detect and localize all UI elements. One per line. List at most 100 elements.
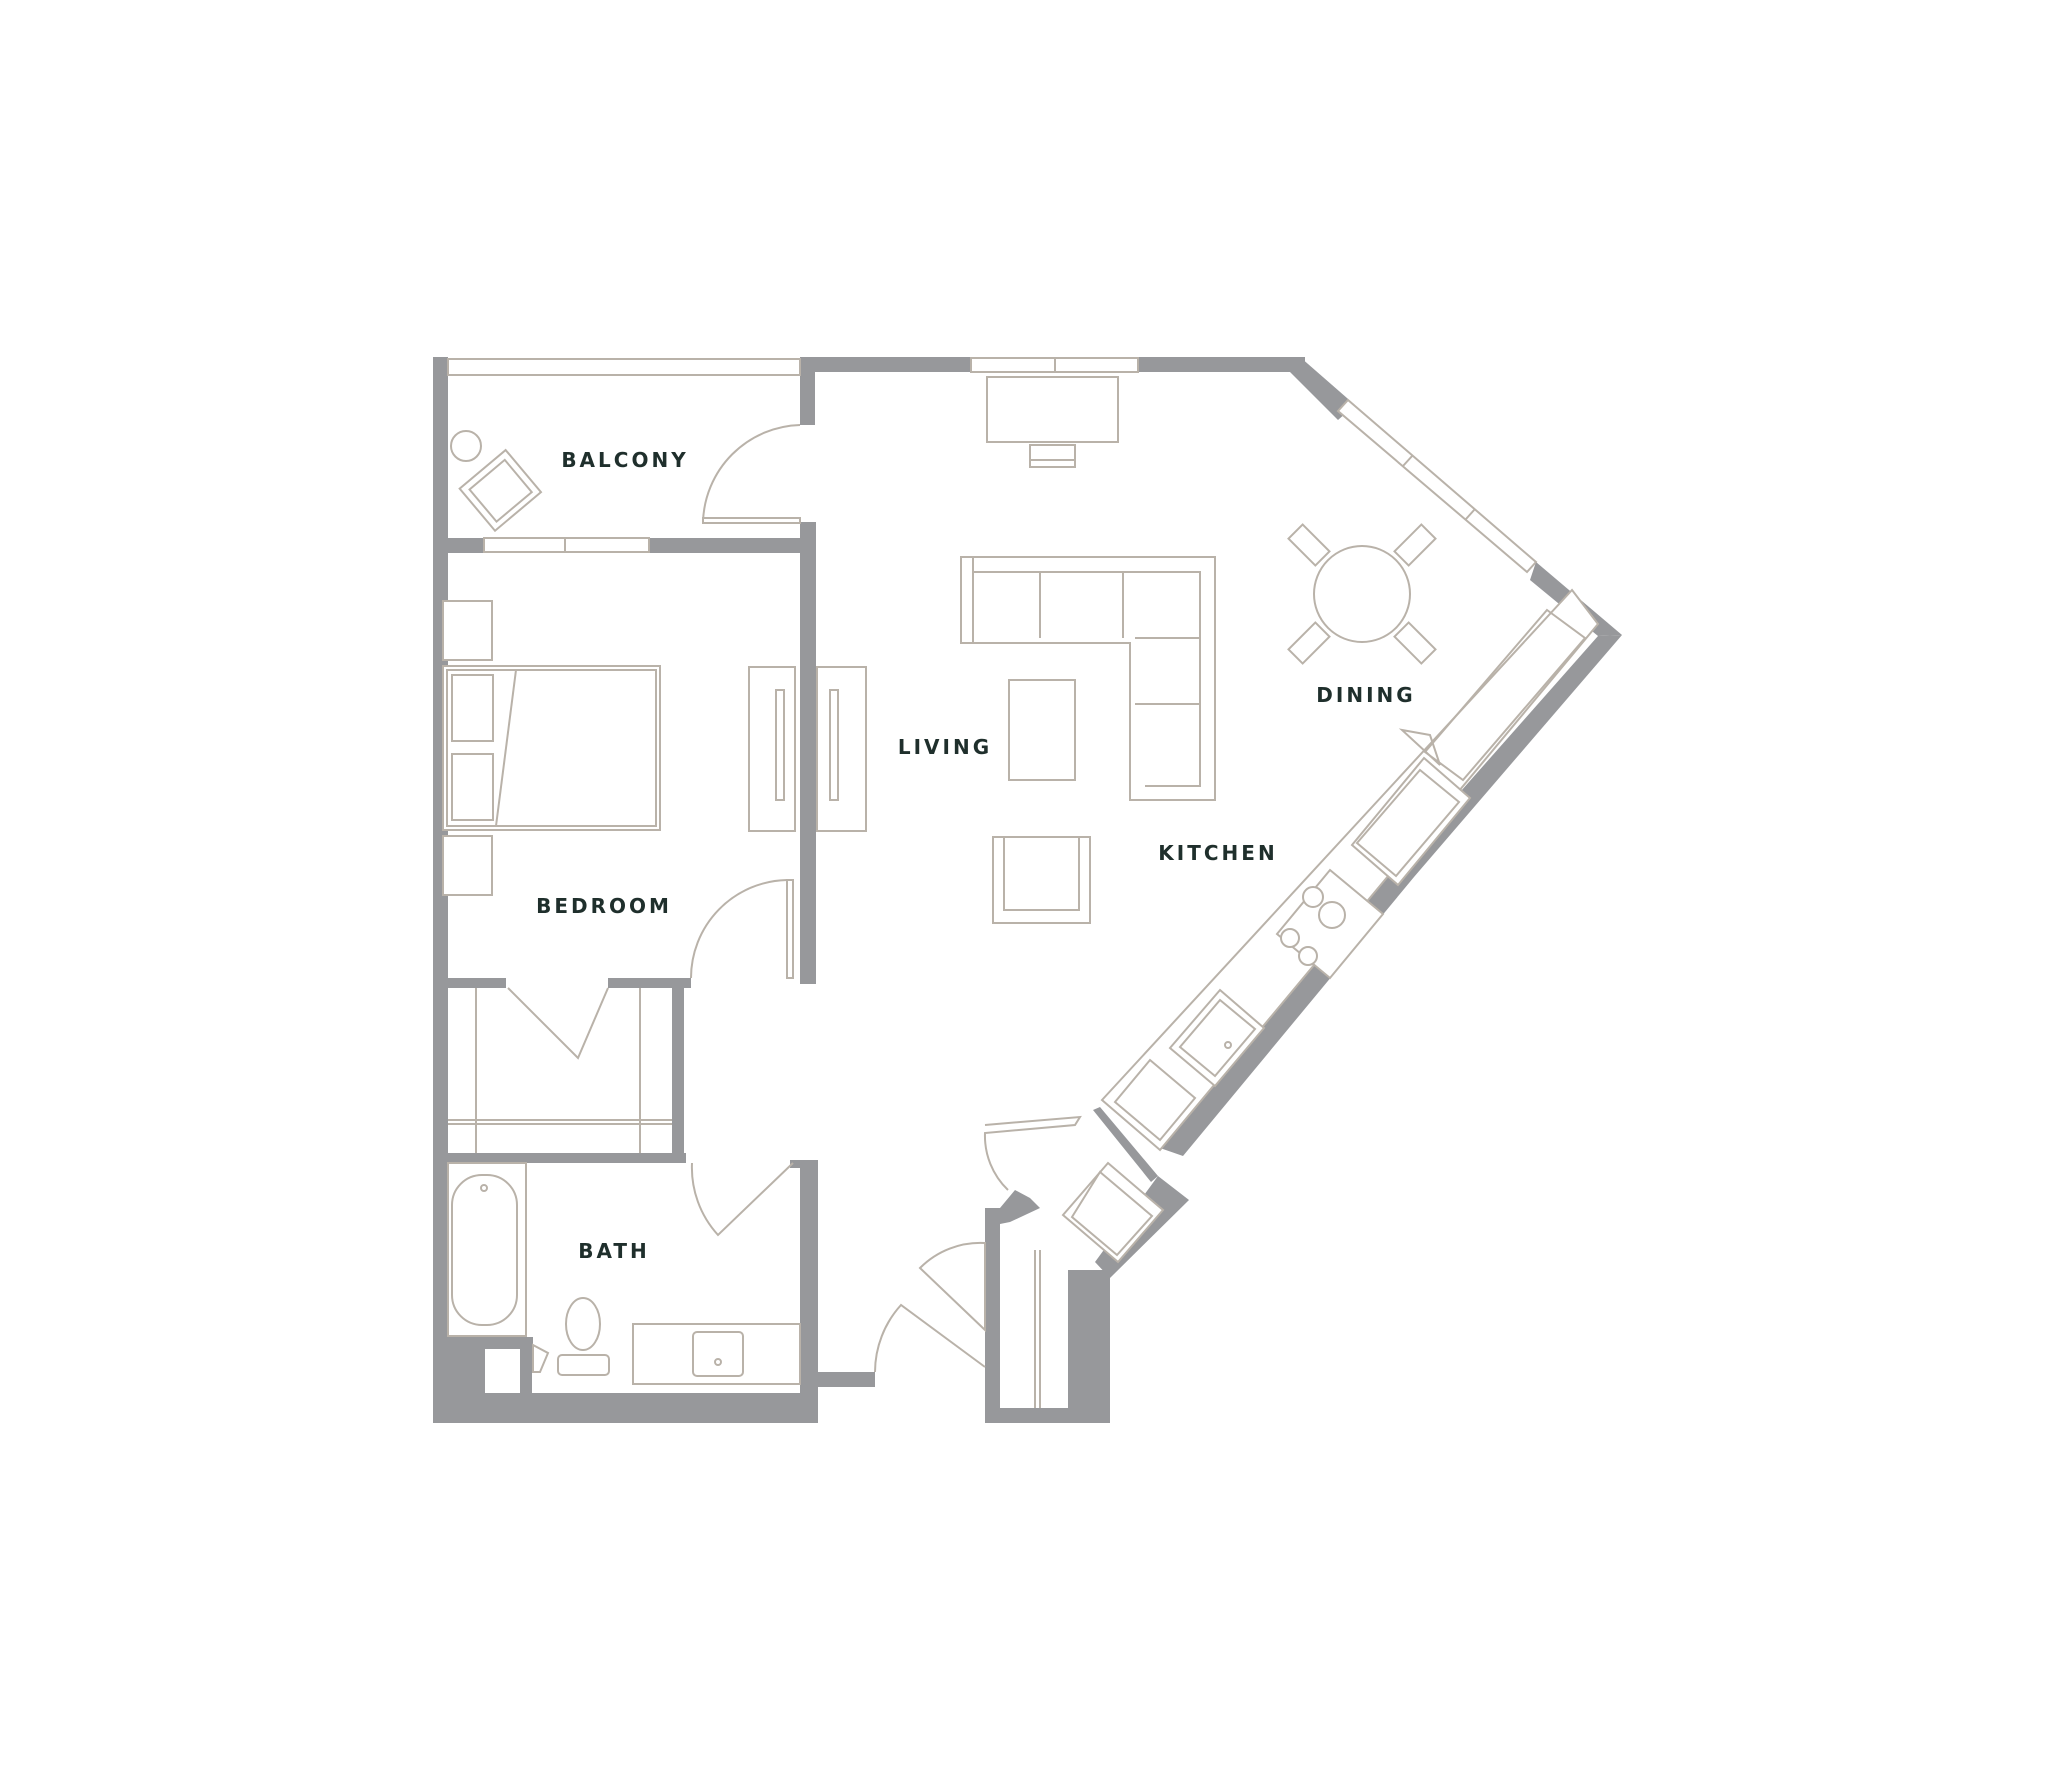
wall-closet-north bbox=[1000, 1190, 1040, 1224]
wall-closet-east bbox=[1068, 1270, 1110, 1423]
counter-upper bbox=[1423, 608, 1587, 782]
dining-table bbox=[1313, 545, 1411, 643]
desk bbox=[986, 376, 1119, 443]
bath-sink bbox=[692, 1331, 744, 1377]
burner-2 bbox=[1318, 901, 1346, 929]
bedroom-furniture bbox=[442, 600, 796, 896]
kitchen-fixtures bbox=[1100, 588, 1600, 1152]
laundry bbox=[1034, 1161, 1165, 1408]
burner-1 bbox=[1302, 886, 1324, 908]
sectional-sofa bbox=[960, 556, 1216, 801]
label-bath: BATH bbox=[578, 1239, 650, 1263]
nightstand-top bbox=[442, 600, 493, 661]
closet-entry-door-swing bbox=[918, 1241, 986, 1333]
bedroom-door-leaf bbox=[786, 879, 794, 979]
media-console-handle bbox=[829, 689, 839, 801]
toilet-paper bbox=[532, 1343, 550, 1373]
toilet-tank bbox=[557, 1354, 610, 1376]
washer-dryer bbox=[1061, 1161, 1165, 1264]
kitchen-sink bbox=[1168, 988, 1266, 1088]
entry-door-swing bbox=[874, 1303, 986, 1373]
balcony-side-table bbox=[450, 430, 482, 462]
window-balcony-rail bbox=[447, 358, 801, 376]
wall-balcony-bottom-left bbox=[448, 538, 484, 553]
windows bbox=[447, 357, 1538, 574]
media-console bbox=[816, 666, 867, 832]
nightstand-bottom bbox=[442, 835, 493, 896]
label-dining: DINING bbox=[1316, 683, 1415, 707]
window-diagonal bbox=[1336, 398, 1538, 574]
dining-furniture bbox=[1287, 523, 1437, 665]
faucet bbox=[1224, 1041, 1232, 1049]
label-balcony: BALCONY bbox=[561, 448, 688, 472]
living-furniture bbox=[816, 376, 1216, 924]
wall-top-right bbox=[1138, 357, 1305, 372]
wall-entry-bottom bbox=[800, 1372, 875, 1387]
desk-chair bbox=[1029, 444, 1076, 468]
wall-balcony-bottom-right bbox=[649, 538, 809, 553]
doors bbox=[507, 424, 1082, 1373]
wall-bottom-closet bbox=[985, 1408, 1110, 1423]
bed-fold bbox=[495, 669, 517, 827]
sectional-back bbox=[973, 571, 1201, 787]
label-living: LIVING bbox=[898, 735, 992, 759]
bedroom-closet bbox=[448, 988, 672, 1153]
coffee-table bbox=[1008, 679, 1076, 781]
burner-4 bbox=[1298, 946, 1318, 966]
pillow-bottom bbox=[451, 753, 494, 821]
dining-chair-sw bbox=[1287, 621, 1331, 665]
sink-drain bbox=[714, 1358, 722, 1366]
wall-chase bbox=[433, 1345, 485, 1423]
wall-bedroom-south-right bbox=[608, 978, 691, 988]
wall-bottom-left bbox=[433, 1393, 818, 1423]
wall-living-stub bbox=[800, 357, 815, 425]
balcony-chair-seat bbox=[468, 458, 534, 524]
bath-fixtures bbox=[447, 1162, 801, 1385]
fridge-door-arc bbox=[1398, 728, 1441, 766]
wall-diagonal-north bbox=[1290, 357, 1355, 420]
dresser bbox=[748, 666, 796, 832]
window-balcony-bottom bbox=[483, 537, 650, 553]
dishwasher bbox=[1113, 1058, 1197, 1142]
label-kitchen: KITCHEN bbox=[1158, 841, 1277, 865]
laundry-door-swing bbox=[983, 1115, 1082, 1191]
wall-bath-east bbox=[800, 1163, 816, 1373]
wall-bath-north bbox=[448, 1153, 686, 1163]
dining-chair-se bbox=[1393, 621, 1437, 665]
armchair bbox=[992, 836, 1091, 924]
refrigerator bbox=[1350, 756, 1472, 887]
refrigerator-inner bbox=[1355, 768, 1461, 878]
bed-inner bbox=[446, 669, 657, 827]
bathtub-basin bbox=[451, 1174, 518, 1326]
wall-top-left bbox=[800, 357, 971, 372]
wall-chase-side bbox=[520, 1337, 532, 1402]
dining-chair-nw bbox=[1287, 523, 1331, 567]
wall-bath-stub bbox=[790, 1160, 818, 1168]
window-diagonal-mullion-2 bbox=[1465, 508, 1476, 520]
room-labels: BALCONY LIVING DINING KITCHEN BEDROOM BA… bbox=[536, 448, 1415, 1263]
wall-bedroom-south-left bbox=[448, 978, 506, 988]
dresser-handle bbox=[775, 689, 785, 801]
wall-jog-north bbox=[1093, 1107, 1158, 1182]
balcony-door-swing bbox=[702, 424, 801, 523]
pillow-top bbox=[451, 674, 494, 742]
balcony-furniture bbox=[450, 430, 543, 533]
wall-bedroom-east bbox=[800, 522, 816, 984]
wall-closet-west bbox=[985, 1208, 1000, 1423]
dining-chair-ne bbox=[1393, 523, 1437, 567]
wall-chase-top bbox=[448, 1337, 533, 1349]
wall-closet-side bbox=[672, 978, 684, 1163]
toilet-bowl bbox=[565, 1297, 601, 1351]
balcony-chair bbox=[458, 448, 543, 533]
bath-door-swing bbox=[690, 1162, 794, 1237]
closet-door-swing bbox=[507, 987, 609, 1060]
balcony-door-leaf bbox=[702, 517, 801, 524]
washer-dryer-inner bbox=[1070, 1170, 1154, 1257]
label-bedroom: BEDROOM bbox=[536, 894, 672, 918]
tub-drain bbox=[480, 1184, 488, 1192]
window-diagonal-mullion bbox=[1402, 454, 1414, 467]
armchair-seat bbox=[1003, 837, 1080, 911]
burner-3 bbox=[1280, 928, 1300, 948]
kitchen-sink-basin bbox=[1178, 998, 1257, 1078]
